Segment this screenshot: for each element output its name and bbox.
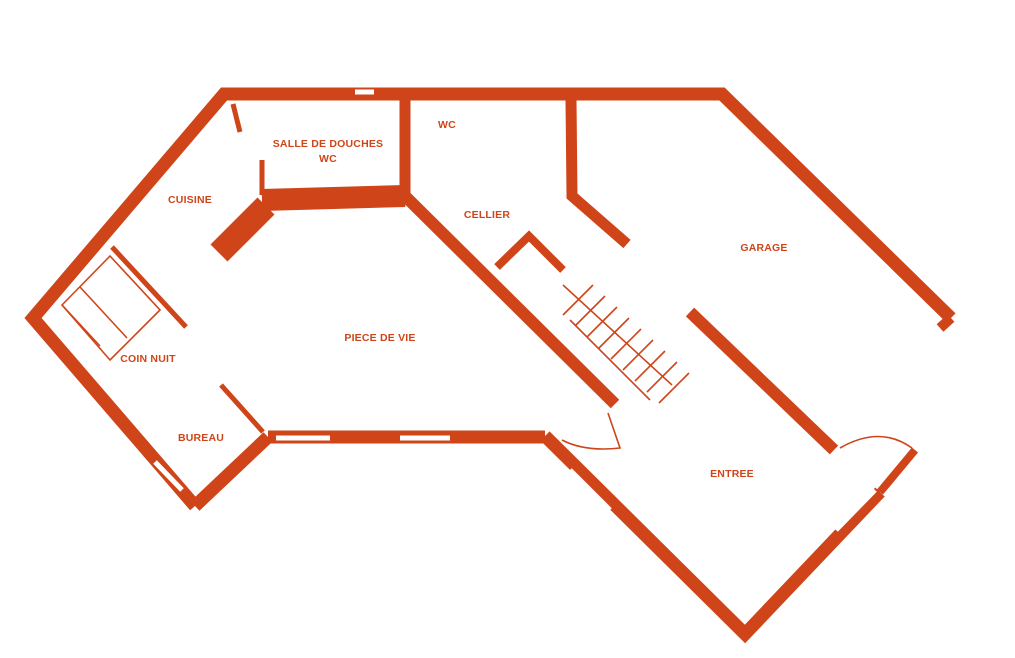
stair-step [622,339,654,371]
garage-divider-wall [565,99,631,249]
label-wc: WC [438,119,456,131]
cellier-diagonal-wall [400,191,620,409]
entree-exterior-door-arc [839,435,913,449]
stair-step [634,350,666,382]
stair-step [610,328,642,360]
room-labels: SALLE DE DOUCHES WC WC CUISINE CELLIER G… [120,119,787,480]
entree-east-wall [876,447,919,495]
shower-south-wall [261,185,406,211]
label-cuisine: CUISINE [168,194,212,206]
bed-outline [60,254,162,362]
stair-step [658,372,690,404]
stair-step [646,361,678,393]
kitchen-partition-upper [230,103,243,133]
label-entree: ENTREE [710,468,754,480]
label-salle-de-douches-line2: WC [319,153,337,165]
label-garage: GARAGE [740,242,787,254]
stair-step [562,284,594,316]
stair-step [586,306,618,338]
exterior-wall-right-return [936,314,955,332]
corner-partition [110,245,188,329]
fixtures [60,254,690,404]
stair-stringer [562,284,673,401]
exterior-wall [24,87,956,511]
window-bureau [153,460,184,492]
openings [153,89,913,532]
stair-enclosure-wall [494,230,566,273]
label-coin-nuit: COIN NUIT [120,353,176,365]
stair-step [574,295,606,327]
bureau-south-wall [190,432,273,511]
staircase [562,284,690,404]
kitchen-counter-wall [210,197,275,262]
window-entree-south [568,468,612,512]
entree-door-arc [561,412,622,450]
label-salle-de-douches-line1: SALLE DE DOUCHES [273,138,384,150]
stair-step [598,317,630,349]
entree-south-wall [540,431,885,644]
label-bureau: BUREAU [178,432,224,444]
garage-entree-wall [685,307,839,455]
window-entree-east [834,488,877,532]
bureau-partition [219,383,265,434]
label-piece-de-vie: PIECE DE VIE [344,332,415,344]
label-cellier: CELLIER [464,209,511,221]
bed-pillow-lines [61,286,128,347]
